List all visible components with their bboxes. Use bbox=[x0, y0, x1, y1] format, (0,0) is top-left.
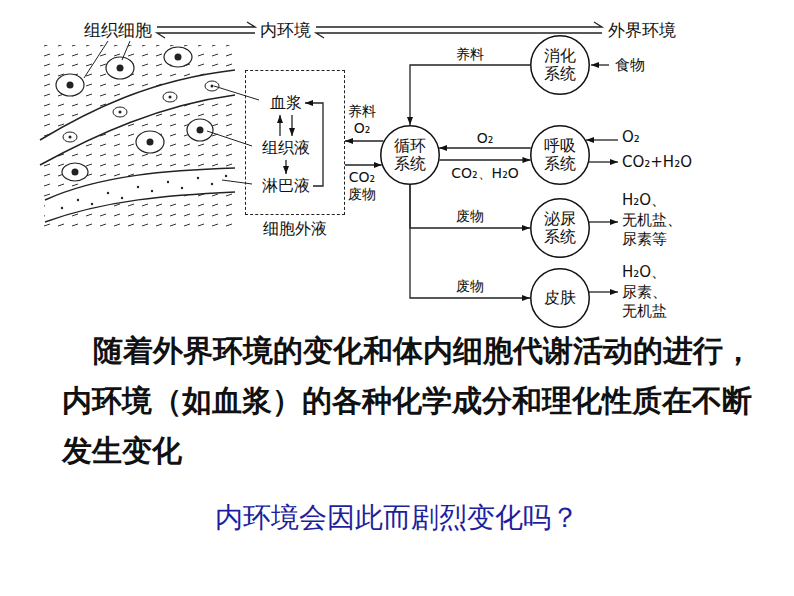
output-label: CO₂+H₂O bbox=[622, 153, 692, 171]
system-circle: 皮肤 bbox=[530, 268, 590, 328]
fluid-label: 组织液 bbox=[259, 136, 313, 160]
flow-label: 养料 O₂ bbox=[346, 103, 378, 137]
circle-outline bbox=[531, 126, 590, 185]
node-label: 淋巴液 bbox=[262, 176, 310, 195]
region-caption: 细胞外液 bbox=[246, 219, 344, 240]
node-label: 皮肤 bbox=[544, 289, 576, 307]
leader-lines bbox=[84, 41, 259, 184]
flow-label: 养料 bbox=[454, 46, 486, 63]
extracellular-fluid-box: 血浆组织液淋巴液细胞外液 bbox=[245, 70, 345, 215]
flow-arrow bbox=[439, 147, 531, 148]
capillary bbox=[40, 70, 235, 165]
tissue-cells bbox=[56, 47, 213, 181]
flow-arrow bbox=[410, 185, 530, 298]
input-label: 食物 bbox=[615, 56, 645, 75]
flow-arrow bbox=[291, 115, 292, 136]
output-label: H₂O、尿素、 无机盐 bbox=[622, 263, 667, 322]
level-label: 组织细胞 bbox=[84, 19, 152, 42]
flow-label: O₂ bbox=[475, 130, 496, 147]
output-label: H₂O、无机盐、 尿素等 bbox=[622, 191, 682, 250]
flow-label: 废物 bbox=[454, 208, 486, 225]
flow-arrow bbox=[410, 185, 530, 228]
system-circle: 泌尿 系统 bbox=[530, 198, 590, 258]
circle-outline bbox=[381, 126, 440, 185]
flow-label: CO₂、H₂O bbox=[449, 165, 521, 182]
node-label: 血浆 bbox=[270, 93, 302, 112]
question-text: 内环境会因此而剧烈变化吗？ bbox=[215, 499, 579, 537]
flow-arrow bbox=[345, 140, 383, 141]
input-label: O₂ bbox=[622, 128, 640, 146]
fluid-label: 淋巴液 bbox=[259, 174, 313, 198]
system-circle: 消化 系统 bbox=[530, 35, 590, 95]
external-arrows bbox=[586, 65, 618, 292]
flow-label: 废物 bbox=[454, 278, 486, 295]
system-circle: 呼吸 系统 bbox=[530, 125, 590, 185]
circle-outline bbox=[531, 36, 590, 95]
flow-arrow bbox=[440, 159, 531, 160]
exchange-harpoons bbox=[157, 22, 602, 38]
node-label: 呼吸 系统 bbox=[544, 137, 576, 174]
flow-arrow bbox=[410, 65, 530, 125]
body-paragraph: 随着外界环境的变化和体内细胞代谢活动的进行，内环境（如血浆）的各种化学成分和理化… bbox=[62, 326, 778, 476]
circle-outline bbox=[531, 199, 590, 258]
flow-arrow bbox=[279, 115, 280, 136]
level-label: 外界环境 bbox=[608, 19, 676, 42]
flow-arrow bbox=[345, 164, 382, 165]
fluid-label: 血浆 bbox=[267, 91, 305, 115]
flow-arrow bbox=[285, 160, 286, 174]
circle-outline bbox=[531, 269, 590, 328]
cell-nuclei bbox=[67, 54, 204, 176]
node-label: 循环 系统 bbox=[394, 137, 426, 174]
system-circle: 循环 系统 bbox=[380, 125, 440, 185]
node-label: 泌尿 系统 bbox=[544, 210, 576, 247]
flow-label: CO₂ 废物 bbox=[346, 169, 378, 203]
node-label: 组织液 bbox=[262, 138, 310, 157]
tissue-ground bbox=[40, 45, 235, 230]
level-label: 内环境 bbox=[260, 19, 311, 42]
node-label: 消化 系统 bbox=[544, 47, 576, 84]
